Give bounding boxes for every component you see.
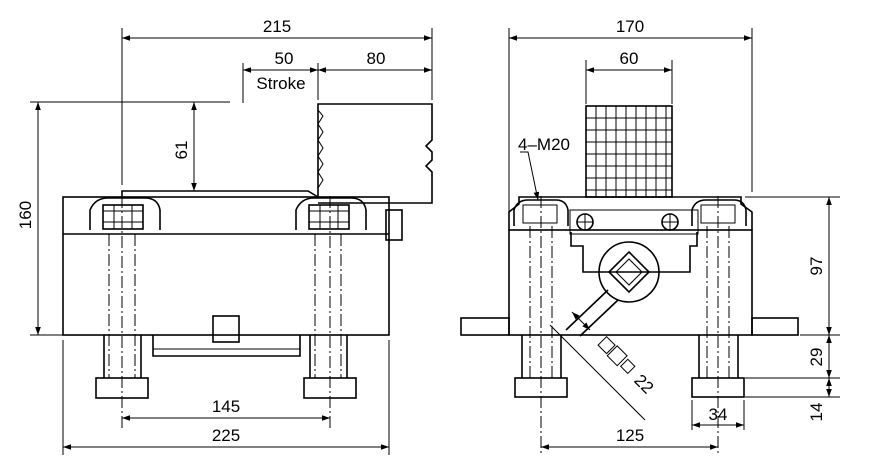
side-right-bolt — [691, 196, 747, 455]
front-side-lug — [385, 209, 403, 241]
side-left-flange — [460, 317, 510, 336]
wrench-icon — [597, 335, 636, 375]
label-wrench-size: 22 — [630, 371, 657, 398]
front-right-foot — [303, 377, 357, 399]
side-body — [508, 229, 753, 336]
label-cable-box-width: 60 — [620, 49, 639, 68]
label-base-height: 97 — [807, 257, 826, 276]
label-bolt-callout: 4–M20 — [518, 135, 570, 154]
label-bolt-spacing-side: 125 — [616, 426, 644, 445]
front-top-plate — [121, 190, 319, 198]
label-foot-width: 34 — [709, 405, 728, 424]
side-right-foot — [691, 377, 745, 398]
label-stroke: Stroke — [256, 74, 305, 93]
front-left-bolt — [89, 196, 161, 430]
label-stroke-length: 50 — [275, 49, 294, 68]
label-base-length: 225 — [212, 426, 240, 445]
label-bolt-spacing-front: 145 — [212, 397, 240, 416]
front-handle-box — [317, 103, 433, 204]
side-shaft — [598, 241, 660, 303]
leader-4-m20 — [520, 151, 540, 201]
label-height-above-base: 61 — [172, 141, 191, 160]
label-overall-width: 170 — [616, 17, 644, 36]
front-body — [62, 196, 390, 336]
side-cable-box — [585, 105, 673, 198]
side-left-foot — [514, 377, 568, 398]
front-left-foot — [95, 377, 149, 399]
label-foot-height: 29 — [807, 348, 826, 367]
front-right-bolt — [295, 196, 367, 430]
dim-22-line — [571, 311, 591, 331]
label-extension: 80 — [367, 49, 386, 68]
label-total-height: 160 — [16, 201, 35, 229]
side-left-bolt — [513, 196, 569, 455]
side-right-flange — [751, 317, 799, 336]
front-view: 215 50 Stroke 80 61 160 145 225 — [16, 17, 433, 455]
label-overall-length: 215 — [263, 17, 291, 36]
front-bottom-plate — [152, 335, 301, 357]
front-center-square — [212, 315, 240, 343]
label-foot-pad-height: 14 — [807, 403, 826, 422]
side-view: 170 60 4–M20 97 29 14 125 34 22 — [460, 17, 840, 455]
